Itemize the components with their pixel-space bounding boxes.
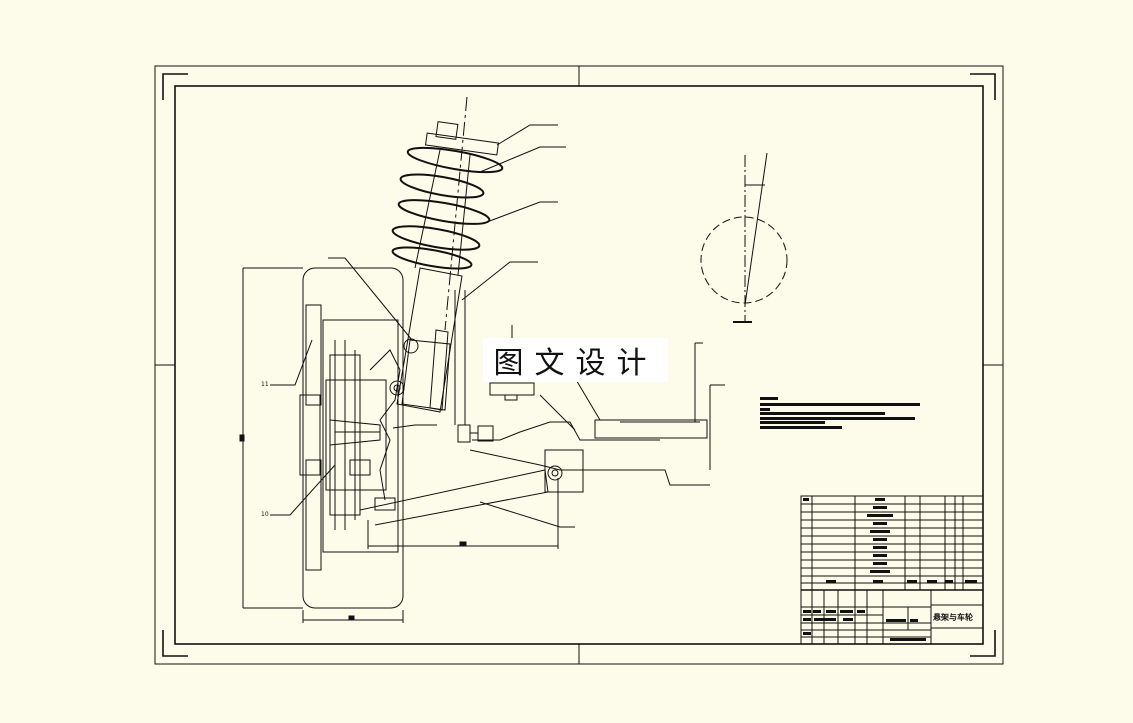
detail-view: [700, 152, 788, 323]
title-block: [800, 495, 984, 645]
technical-notes: [760, 397, 920, 429]
dimension-lines: [239, 267, 725, 623]
sheet-border: [154, 65, 1004, 665]
steering-knuckle: [369, 338, 419, 501]
wheel-assembly: [299, 267, 404, 609]
part-label-11: 11: [261, 381, 269, 388]
drawing-title: 悬架与车轮: [933, 613, 973, 622]
strut: [391, 96, 504, 413]
watermark-text: 图文设计: [483, 338, 668, 382]
leader-lines: [270, 124, 575, 528]
lower-arm: [359, 290, 710, 526]
part-label-10: 10: [261, 511, 269, 518]
